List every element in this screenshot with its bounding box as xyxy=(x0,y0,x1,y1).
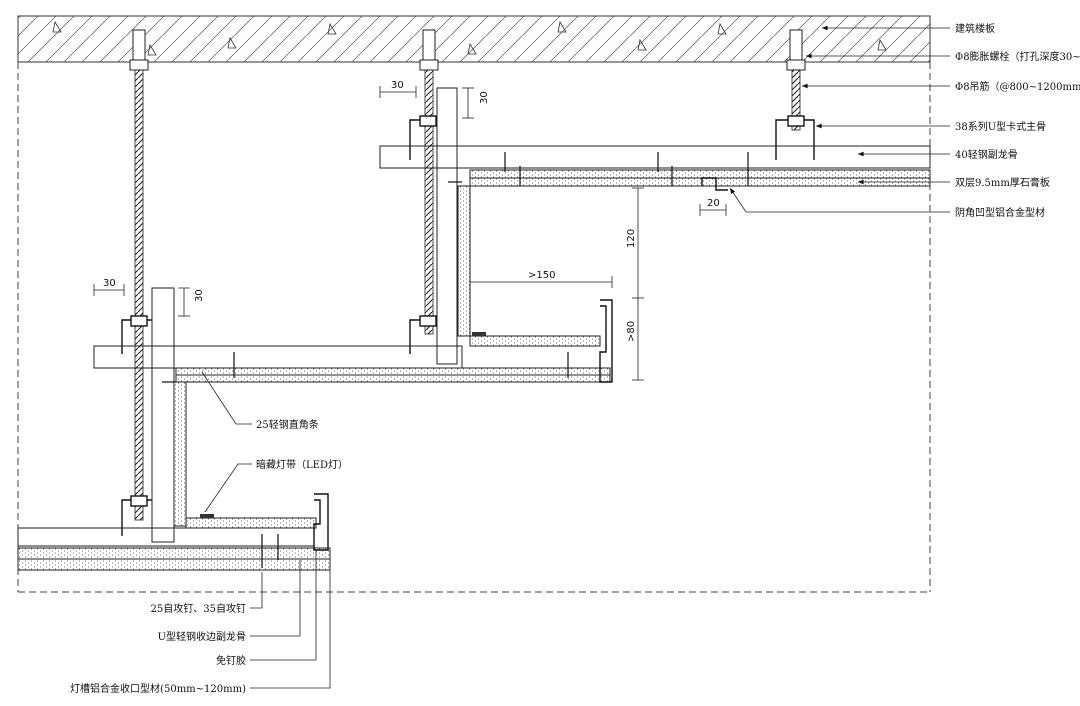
dim-top-offset-h: 30 xyxy=(479,91,490,104)
label-light-trough-profile: 灯槽铝合金收口型材(50mm~120mm) xyxy=(70,682,246,695)
led-strips xyxy=(200,332,486,518)
dim-depth-150: >150 xyxy=(528,270,555,281)
label-screws: 25自攻钉、35自攻钉 xyxy=(151,602,246,615)
gypsum-boards xyxy=(17,169,931,571)
label-expansion-bolt: Φ8膨胀螺栓（打孔深度30~40mm） xyxy=(955,50,1080,63)
label-no-nail-glue: 免钉胶 xyxy=(216,654,246,667)
label-angle-strip: 25轻钢直角条 xyxy=(256,418,319,431)
dim-recess-20: 20 xyxy=(707,198,720,209)
vertical-keels xyxy=(151,87,458,543)
screws xyxy=(162,152,749,568)
label-u-edge-keel: U型轻钢收边副龙骨 xyxy=(158,630,246,643)
label-gypsum-board: 双层9.5mm厚石膏板 xyxy=(955,176,1050,189)
dim-left-offset-w: 30 xyxy=(103,278,116,289)
label-aluminum-profile: 阴角凹型铝合金型材 xyxy=(955,206,1045,219)
label-hanger-rod: Φ8吊筋（@800~1200mm） xyxy=(955,80,1080,93)
label-light-steel-subkeel: 40轻钢副龙骨 xyxy=(955,148,1018,161)
dim-gap-80: >80 xyxy=(626,321,637,342)
label-led-strip: 暗藏灯带（LED灯） xyxy=(256,458,348,471)
hanger-rods xyxy=(134,69,801,521)
aluminum-profiles xyxy=(313,177,728,551)
dimension-lines xyxy=(93,86,727,381)
leader-lines xyxy=(201,25,950,689)
label-main-keel: 38系列U型卡式主骨 xyxy=(955,120,1046,133)
building-slab xyxy=(17,15,931,63)
dim-top-offset-w: 30 xyxy=(391,80,404,91)
dim-drop-120: 120 xyxy=(626,229,637,248)
expansion-bolts xyxy=(129,29,806,71)
dim-left-offset-h: 30 xyxy=(194,289,205,302)
label-building-slab: 建筑楼板 xyxy=(955,22,995,35)
